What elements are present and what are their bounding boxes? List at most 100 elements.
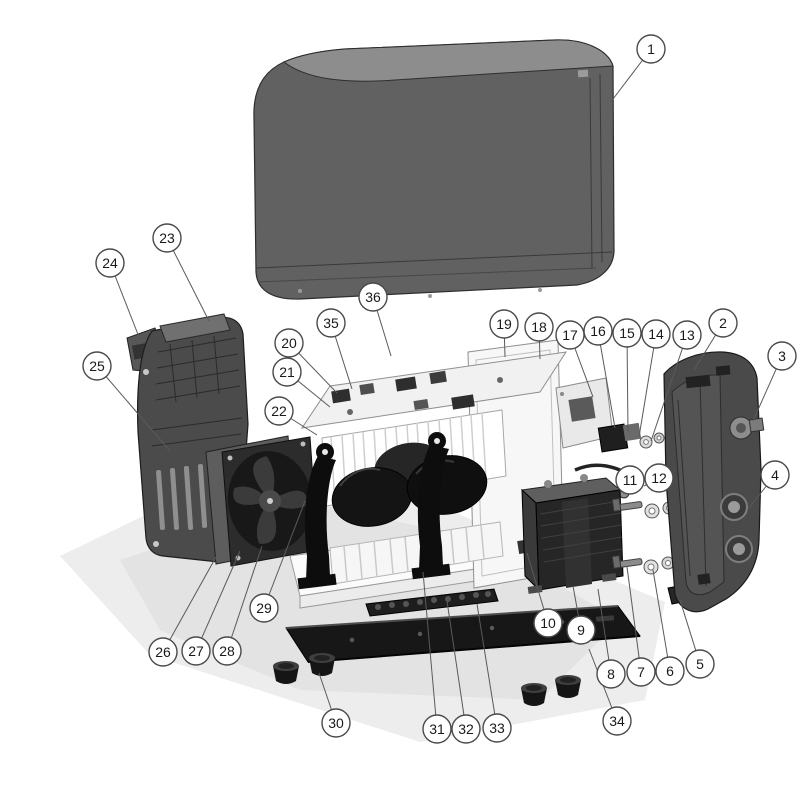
balloon-number-27: 27: [188, 643, 204, 659]
callout-balloon-28: 28: [212, 636, 242, 666]
callout-balloon-23: 23: [152, 223, 182, 253]
balloon-circle-31: [422, 714, 452, 744]
balloon-number-31: 31: [429, 721, 445, 737]
leader-line-33: [476, 603, 498, 729]
right-side-panel: [663, 351, 765, 613]
leader-line-6: [652, 569, 671, 672]
leader-line-13: [650, 334, 688, 442]
transformer: [520, 474, 624, 594]
balloon-number-22: 22: [271, 403, 287, 419]
leader-line-31: [422, 571, 438, 730]
callout-balloon-18: 18: [524, 312, 554, 342]
balloon-number-34: 34: [609, 713, 625, 729]
balloon-number-32: 32: [458, 721, 474, 737]
balloon-number-1: 1: [647, 41, 655, 57]
callout-balloon-3: 3: [767, 341, 797, 371]
callout-balloon-11: 11: [615, 465, 645, 495]
balloon-number-25: 25: [89, 358, 105, 374]
callout-balloon-16: 16: [583, 316, 613, 346]
balloon-number-19: 19: [496, 316, 512, 332]
balloon-number-6: 6: [666, 663, 674, 679]
balloon-number-20: 20: [281, 335, 297, 351]
balloon-number-30: 30: [328, 715, 344, 731]
balloon-number-26: 26: [155, 644, 171, 660]
balloon-circle-12: [644, 463, 674, 493]
balloon-number-11: 11: [623, 472, 638, 488]
balloon-circle-3: [767, 341, 797, 371]
power-switch: [597, 422, 665, 453]
balloon-number-17: 17: [562, 327, 578, 343]
balloon-number-28: 28: [219, 643, 235, 659]
callout-balloon-19: 19: [489, 309, 519, 339]
balloon-circle-36: [358, 282, 388, 312]
callout-balloon-9: 9: [566, 615, 596, 645]
balloon-number-4: 4: [771, 467, 779, 483]
balloon-circle-8: [596, 659, 626, 689]
balloon-circle-11: [615, 465, 645, 495]
balloon-circle-2: [708, 308, 738, 338]
handle-straps: [297, 432, 451, 590]
balloon-number-3: 3: [778, 348, 786, 364]
balloon-circle-22: [264, 396, 294, 426]
balloon-circle-24: [95, 248, 125, 278]
balloon-circle-9: [566, 615, 596, 645]
balloon-circle-19: [489, 309, 519, 339]
balloon-circle-18: [524, 312, 554, 342]
balloon-circle-6: [655, 656, 685, 686]
balloon-circle-26: [148, 637, 178, 667]
callout-balloon-13: 13: [672, 320, 702, 350]
callout-balloon-17: 17: [555, 320, 585, 350]
callout-balloon-26: 26: [148, 637, 178, 667]
leader-line-14: [638, 333, 657, 438]
balloon-circle-29: [249, 593, 279, 623]
balloon-circle-30: [321, 708, 351, 738]
callout-balloon-8: 8: [596, 659, 626, 689]
callout-balloon-36: 36: [358, 282, 388, 312]
balloon-circle-35: [316, 308, 346, 338]
leader-line-29: [263, 500, 306, 609]
balloon-circle-17: [555, 320, 585, 350]
leader-line-27: [195, 550, 241, 652]
leader-line-23: [166, 237, 210, 322]
balloon-number-10: 10: [540, 615, 556, 631]
callout-balloon-12: 12: [644, 463, 674, 493]
bolt-washer-set-lower: [611, 554, 675, 575]
balloon-circle-21: [272, 357, 302, 387]
balloon-number-23: 23: [159, 230, 175, 246]
panel-knob: [729, 416, 765, 440]
callout-balloon-24: 24: [95, 248, 125, 278]
terminal-strip: [365, 588, 499, 617]
leader-line-25: [96, 365, 171, 452]
balloon-number-14: 14: [648, 326, 664, 342]
balloon-number-12: 12: [651, 470, 667, 486]
callout-balloon-25: 25: [82, 351, 112, 381]
balloon-number-5: 5: [696, 656, 704, 672]
balloon-circle-5: [685, 649, 715, 679]
balloon-circle-13: [672, 320, 702, 350]
callout-balloon-34: 34: [602, 706, 632, 736]
balloon-number-7: 7: [637, 664, 645, 680]
callout-balloon-20: 20: [274, 328, 304, 358]
callout-balloon-21: 21: [272, 357, 302, 387]
callout-balloon-29: 29: [249, 593, 279, 623]
callout-balloon-22: 22: [264, 396, 294, 426]
output-connectors: [720, 493, 753, 563]
callout-balloon-14: 14: [641, 319, 671, 349]
balloon-number-9: 9: [577, 622, 585, 638]
balloon-circle-33: [482, 713, 512, 743]
callout-balloon-35: 35: [316, 308, 346, 338]
bolt-washer-set-upper: [611, 497, 676, 519]
callout-balloon-30: 30: [321, 708, 351, 738]
balloon-number-24: 24: [102, 255, 118, 271]
balloon-circle-20: [274, 328, 304, 358]
callout-balloon-10: 10: [533, 608, 563, 638]
leader-line-7: [626, 566, 642, 673]
heatsink-lower: [329, 521, 504, 585]
balloon-number-18: 18: [531, 319, 547, 335]
leader-line-15: [626, 332, 629, 434]
balloon-circle-4: [760, 460, 790, 490]
balloon-number-29: 29: [256, 600, 272, 616]
balloon-number-35: 35: [323, 315, 339, 331]
top-cover: [253, 39, 615, 300]
